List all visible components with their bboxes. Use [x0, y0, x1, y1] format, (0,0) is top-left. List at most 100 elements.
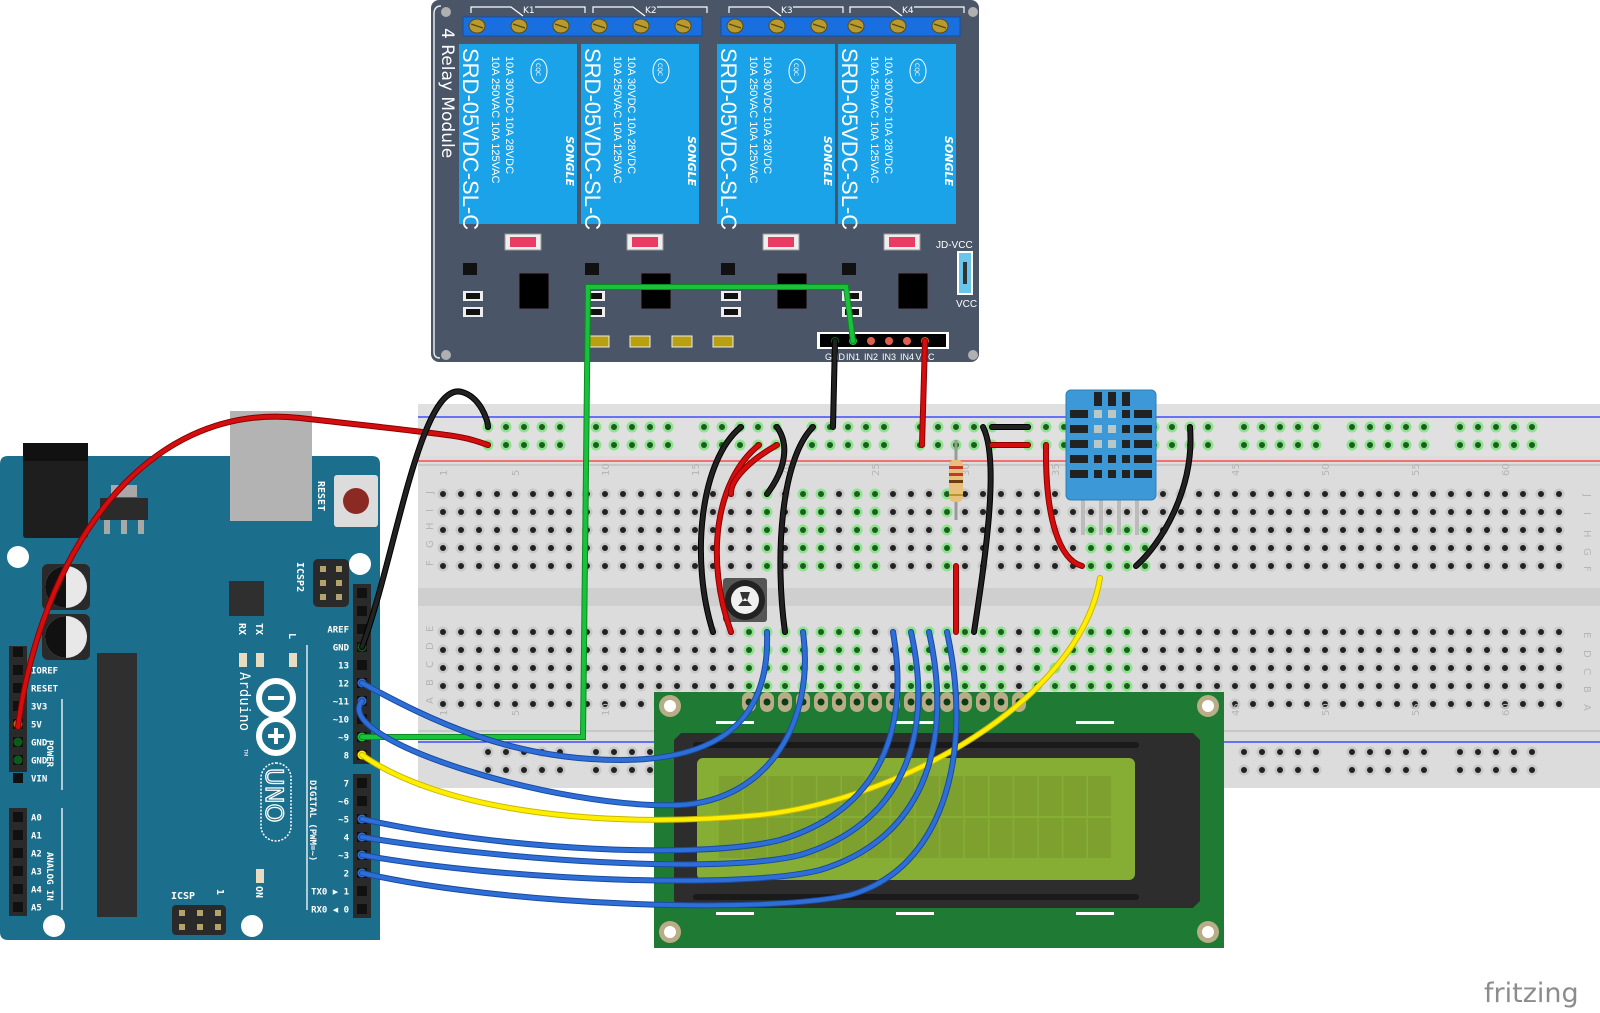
- breadboard-hole-center: [1448, 509, 1454, 515]
- rail-hole-center: [1529, 749, 1535, 755]
- analog-pin[interactable]: [13, 866, 23, 876]
- power-pin[interactable]: [13, 701, 23, 711]
- analog-pin[interactable]: [13, 902, 23, 912]
- breadboard-hole-center: [872, 545, 878, 551]
- breadboard-hole-center: [1016, 545, 1022, 551]
- breadboard-hole-center: [674, 491, 680, 497]
- breadboard-hole-center: [1502, 563, 1508, 569]
- digital-pin[interactable]: [357, 588, 367, 598]
- power-pin-label: 3V3: [31, 703, 47, 713]
- rail-hole-center: [611, 767, 617, 773]
- breadboard-hole-center: [1106, 545, 1112, 551]
- breadboard-hole-center: [476, 563, 482, 569]
- dht-vent: [1094, 440, 1102, 448]
- breadboard-hole-center: [1070, 665, 1076, 671]
- wire-lcd-vcc-red[interactable]: [729, 443, 779, 496]
- wire-lcd-rs-blue[interactable]: [360, 630, 770, 763]
- relay-header-pin[interactable]: [867, 337, 875, 345]
- wire-relay-vcc-red[interactable]: [920, 339, 927, 447]
- power-pin[interactable]: [13, 665, 23, 675]
- wire-in1-green[interactable]: [360, 285, 855, 739]
- digital-pin[interactable]: [357, 624, 367, 634]
- wire-lcd-d6-blue[interactable]: [360, 630, 940, 883]
- breadboard-hole-center: [1124, 629, 1130, 635]
- breadboard-hole-center: [1232, 563, 1238, 569]
- analog-pin[interactable]: [13, 884, 23, 894]
- breadboard-hole-center: [1016, 563, 1022, 569]
- digital-pin[interactable]: [357, 886, 367, 896]
- breadboard-hole-center: [872, 629, 878, 635]
- wire-dht-data-yellow[interactable]: [360, 576, 1102, 822]
- breadboard-hole-center: [800, 491, 806, 497]
- potentiometer[interactable]: [723, 578, 767, 622]
- power-pin[interactable]: [13, 647, 23, 657]
- wire-dht-vcc-red[interactable]: [1043, 443, 1084, 568]
- breadboard-hole-center: [440, 509, 446, 515]
- breadboard-hole-center: [1430, 629, 1436, 635]
- wire-dht-gnd-black[interactable]: [1134, 425, 1193, 568]
- lcd-cell: [1014, 818, 1038, 858]
- digital-pin[interactable]: [357, 904, 367, 914]
- power-pin[interactable]: [13, 683, 23, 693]
- wire-pot-vcc-red[interactable]: [714, 443, 761, 634]
- lcd-cell: [768, 776, 792, 816]
- breadboard-hole-center: [1124, 545, 1130, 551]
- digital-pin[interactable]: [357, 606, 367, 616]
- breadboard-hole-center: [1430, 491, 1436, 497]
- breadboard-hole-center: [1250, 629, 1256, 635]
- breadboard-hole-center: [1268, 509, 1274, 515]
- breadboard-hole-center: [494, 701, 500, 707]
- analog-pin[interactable]: [13, 830, 23, 840]
- breadboard-hole-center: [530, 683, 536, 689]
- breadboard-hole-center: [656, 683, 662, 689]
- wire-lcd-d7-blue[interactable]: [360, 630, 959, 908]
- breadboard-hole-center: [1304, 683, 1310, 689]
- wire-gnd-black[interactable]: [360, 389, 490, 649]
- relay-model: SRD-05VDC-SL-C: [716, 48, 741, 230]
- dht-vent: [1070, 440, 1088, 448]
- wire-pot-gnd-black[interactable]: [698, 425, 743, 634]
- digital-pin[interactable]: [357, 778, 367, 788]
- rail-hole-center: [1421, 749, 1427, 755]
- breadboard-hole-center: [1286, 665, 1292, 671]
- breadboard-hole-center: [944, 491, 950, 497]
- wire-lcd-rw-black[interactable]: [778, 425, 815, 634]
- row-label: J: [425, 491, 436, 495]
- breadboard-hole-center: [1304, 491, 1310, 497]
- rail-hole-center: [1403, 424, 1409, 430]
- relay-header-pin[interactable]: [903, 337, 911, 345]
- analog-pin[interactable]: [13, 848, 23, 858]
- breadboard-hole-center: [1394, 563, 1400, 569]
- breadboard-hole-center: [872, 509, 878, 515]
- breadboard-hole-center: [692, 563, 698, 569]
- breadboard-hole-center: [728, 647, 734, 653]
- icsp-pin: [320, 594, 326, 600]
- breadboard-hole-center: [656, 563, 662, 569]
- lcd-pin: [835, 698, 843, 706]
- wire-lcd-gnd-black[interactable]: [765, 425, 787, 496]
- breadboard-hole-center: [566, 683, 572, 689]
- wire-relay-gnd-black[interactable]: [831, 339, 837, 429]
- power-pin[interactable]: [13, 773, 23, 783]
- breadboard-hole-center: [620, 491, 626, 497]
- digital-pin[interactable]: [357, 660, 367, 670]
- wire-lcd-d5-blue[interactable]: [360, 630, 921, 867]
- rail-hole-center: [557, 424, 563, 430]
- lcd-cell: [1063, 776, 1087, 816]
- rail-hole-center: [1277, 424, 1283, 430]
- analog-pin[interactable]: [13, 812, 23, 822]
- wire-lcd-e-blue[interactable]: [357, 630, 807, 808]
- reset-button-cap[interactable]: [343, 488, 369, 514]
- digital-pin[interactable]: [357, 796, 367, 806]
- breadboard-hole-center: [998, 527, 1004, 533]
- wire-5v-red[interactable]: [16, 414, 490, 729]
- relay-header-pin[interactable]: [885, 337, 893, 345]
- rail-hole-center: [863, 424, 869, 430]
- breadboard-hole-center: [1142, 509, 1148, 515]
- wire-backlight-black[interactable]: [972, 425, 993, 634]
- wire-lcd-d4-blue[interactable]: [360, 630, 900, 853]
- relay-rating-1: 10A 250VAC 10A 125VAC: [868, 56, 880, 183]
- rail-hole-center: [611, 749, 617, 755]
- breadboard-hole-center: [566, 509, 572, 515]
